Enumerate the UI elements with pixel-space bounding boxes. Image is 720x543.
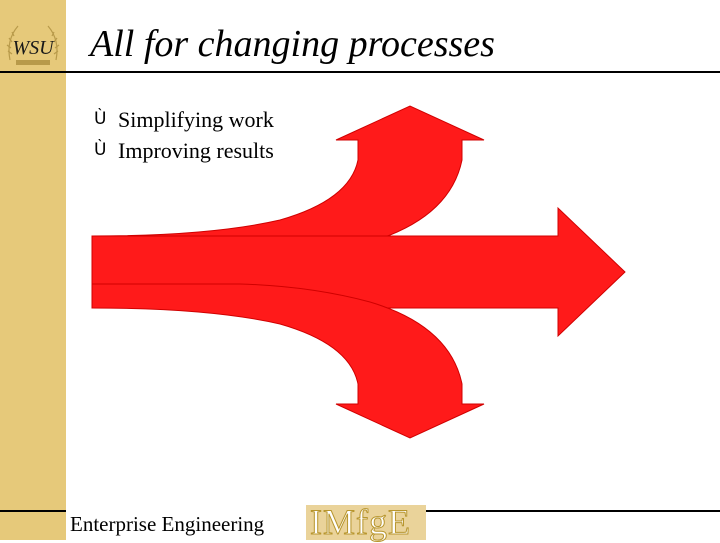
imfge-logo-icon: IMfgE bbox=[306, 502, 426, 543]
three-way-arrow-graphic bbox=[91, 105, 626, 439]
slide-title: All for changing processes bbox=[90, 23, 495, 65]
bullet-item: Ù Improving results bbox=[94, 135, 274, 166]
caret-bullet-icon: Ù bbox=[94, 109, 107, 129]
wsu-logo-icon: WSU bbox=[6, 25, 60, 65]
svg-text:WSU: WSU bbox=[12, 37, 55, 59]
bullet-list: Ù Simplifying work Ù Improving results bbox=[94, 104, 274, 166]
footer-label-box bbox=[66, 510, 306, 540]
caret-bullet-icon: Ù bbox=[94, 140, 107, 160]
footer-logo-text: IMfgE bbox=[310, 502, 411, 543]
bullet-text: Simplifying work bbox=[118, 107, 274, 132]
bullet-text: Improving results bbox=[118, 138, 274, 163]
title-divider bbox=[0, 71, 720, 73]
footer-text: Enterprise Engineering bbox=[70, 512, 265, 536]
bullet-item: Ù Simplifying work bbox=[94, 104, 274, 135]
left-sidebar-band bbox=[0, 0, 66, 540]
